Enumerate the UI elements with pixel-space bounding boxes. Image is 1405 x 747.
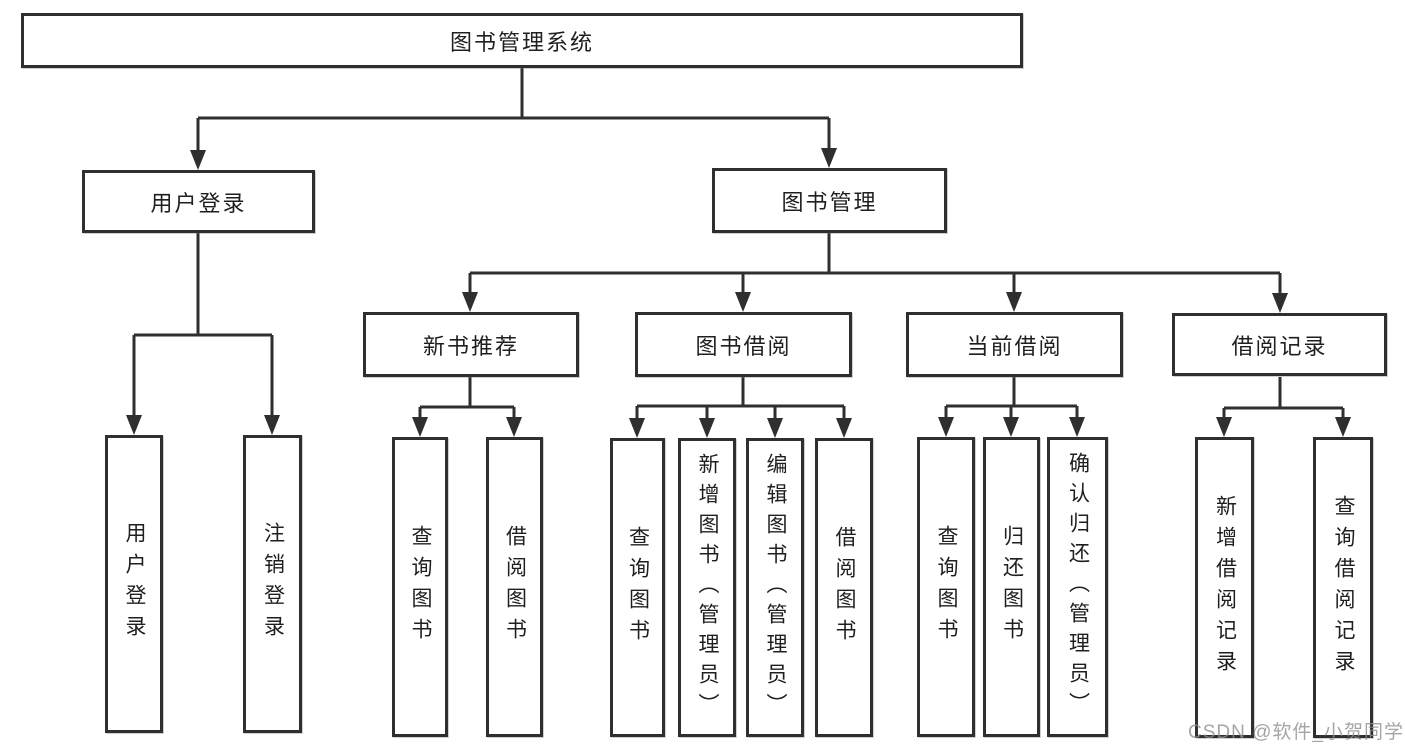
node-book-management: 图书管理 [712, 168, 947, 233]
connector-path [132, 68, 1345, 424]
leaf-return-books-label: 归还图书 [1000, 525, 1024, 649]
leaf-add-book-admin: 新增图书（管理员） [678, 438, 736, 737]
arrowhead [1069, 417, 1085, 437]
arrowhead [462, 292, 478, 312]
leaf-edit-book-admin: 编辑图书（管理员） [746, 438, 804, 737]
leaf-add-borrow-record: 新增借阅记录 [1195, 437, 1254, 738]
leaf-borrow-books-recommend-label: 借阅图书 [503, 525, 527, 649]
arrowhead [126, 415, 142, 435]
node-user-login: 用户登录 [82, 170, 315, 233]
arrowhead [412, 417, 428, 437]
leaf-borrow-books-label: 借阅图书 [833, 525, 856, 650]
node-library-system: 图书管理系统 [21, 13, 1023, 68]
leaf-edit-book-admin-label: 编辑图书（管理员） [764, 452, 787, 723]
leaf-query-books-current: 查询图书 [917, 437, 975, 737]
leaf-borrow-books: 借阅图书 [815, 438, 873, 737]
arrowhead [1003, 417, 1019, 437]
leaf-add-borrow-record-label: 新增借阅记录 [1213, 494, 1237, 681]
leaf-query-books-current-label: 查询图书 [935, 525, 958, 649]
leaf-return-books: 归还图书 [983, 437, 1040, 737]
leaf-query-borrow-record: 查询借阅记录 [1313, 437, 1373, 738]
leaf-add-book-admin-label: 新增图书（管理员） [696, 452, 719, 723]
arrowhead [821, 148, 837, 168]
leaf-logout-login: 注销登录 [243, 435, 302, 733]
arrowhead [629, 418, 645, 438]
arrowhead [699, 418, 715, 438]
node-new-book-recommend: 新书推荐 [363, 312, 579, 377]
leaf-query-borrow-record-label: 查询借阅记录 [1332, 494, 1355, 681]
leaf-confirm-return-admin: 确认归还（管理员） [1047, 437, 1108, 737]
arrowhead [836, 418, 852, 438]
arrowhead [767, 418, 783, 438]
arrowhead [1272, 293, 1288, 313]
arrowhead [1006, 292, 1022, 312]
arrowhead [938, 417, 954, 437]
arrowhead [1216, 417, 1232, 437]
leaf-user-login-label: 用户登录 [123, 522, 146, 646]
leaf-query-books-recommend: 查询图书 [392, 437, 448, 737]
arrowhead [190, 150, 206, 170]
leaf-user-login: 用户登录 [105, 435, 163, 733]
arrowhead [1335, 417, 1351, 437]
watermark: CSDN @软件_小贺同学 [1188, 722, 1404, 743]
arrowhead [735, 292, 751, 312]
leaf-query-books-recommend-label: 查询图书 [409, 525, 432, 649]
arrowhead [506, 417, 522, 437]
leaf-query-books-borrow-label: 查询图书 [626, 525, 650, 650]
arrowhead [264, 415, 280, 435]
leaf-logout-login-label: 注销登录 [261, 522, 285, 646]
leaf-confirm-return-admin-label: 确认归还（管理员） [1066, 452, 1090, 722]
leaf-query-books-borrow: 查询图书 [610, 438, 665, 737]
node-borrow-records: 借阅记录 [1172, 313, 1387, 376]
leaf-borrow-books-recommend: 借阅图书 [486, 437, 543, 737]
node-current-borrow: 当前借阅 [906, 312, 1123, 377]
node-book-borrow: 图书借阅 [635, 312, 852, 377]
